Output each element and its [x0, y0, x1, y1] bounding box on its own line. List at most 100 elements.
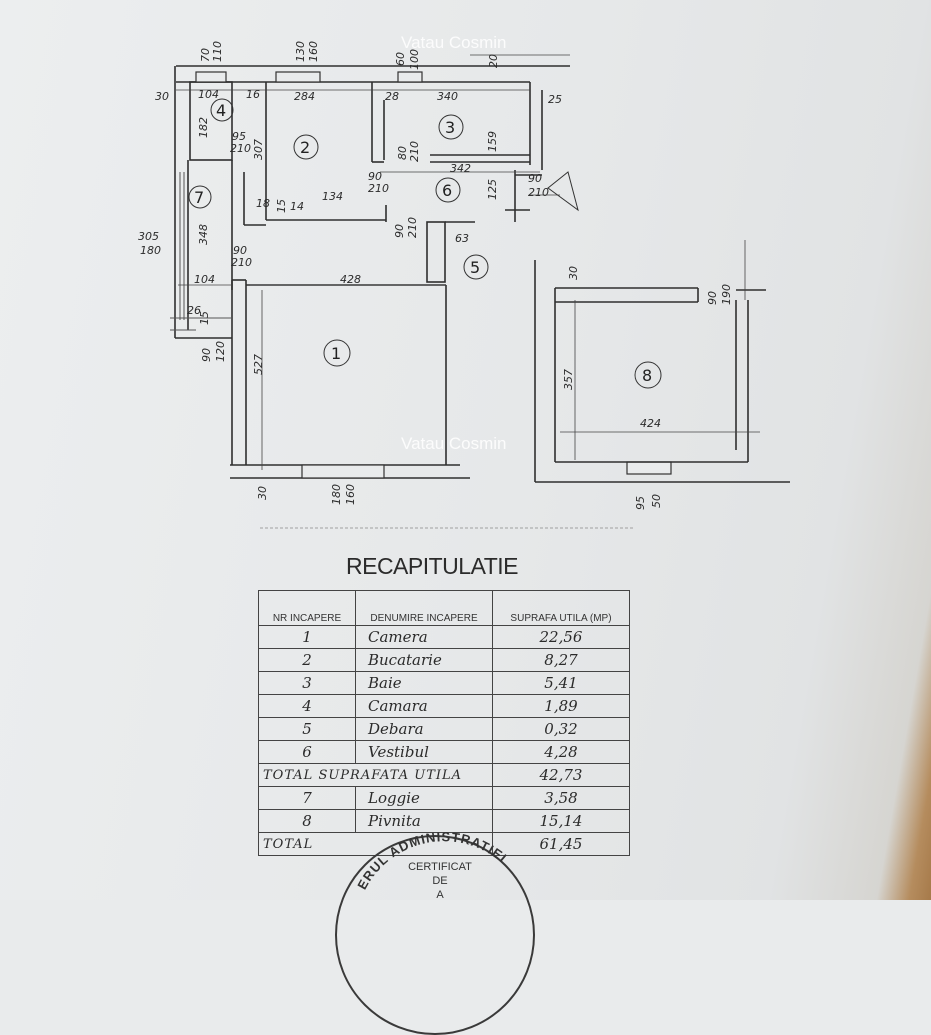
- row-nr: 4: [258, 694, 356, 718]
- row-area: 4,28: [492, 740, 630, 764]
- dim-text: 180: [140, 244, 161, 257]
- stamp-line-1: CERTIFICAT: [408, 861, 472, 873]
- floor-plan: 1 2 3 4 5 6 7 8 30 104 16 284 28 340 25 …: [138, 33, 790, 529]
- dim-text: 159: [486, 131, 499, 152]
- dimension-texts: 30 104 16 284 28 340 25 95 210 342 90 21…: [138, 88, 661, 430]
- row-area: 3,58: [492, 786, 630, 810]
- dimension-texts-vertical: 70 110 130 160 60 100 20 182 307 80 210 …: [197, 41, 733, 510]
- table-row: 4 Camara 1,89: [258, 694, 630, 718]
- entrance-door-symbol: [547, 171, 579, 212]
- dim-text: 210: [368, 182, 389, 195]
- row-nr: 8: [258, 809, 356, 833]
- dim-text: 16: [246, 88, 260, 101]
- recap-title: RECAPITULATIE: [346, 553, 519, 579]
- dimension-lines: [176, 54, 760, 470]
- dim-text: 210: [406, 217, 419, 238]
- dim-text: 357: [562, 369, 575, 390]
- dim-text: 527: [252, 354, 265, 375]
- row-name: Pivnita: [355, 809, 493, 833]
- dim-text: 70: [199, 48, 212, 62]
- row-area: 5,41: [492, 671, 630, 695]
- total-util-row: TOTAL SUPRAFATA UTILA 42,73: [258, 763, 630, 787]
- dim-text: 125: [486, 179, 499, 200]
- dim-text: 307: [252, 139, 265, 160]
- dim-text: 90: [393, 224, 406, 238]
- dim-text: 100: [408, 49, 421, 70]
- windows: [195, 71, 672, 479]
- stamp-ring-text: ERUL ADMINISTRATIEI: [354, 829, 509, 892]
- row-nr: 1: [258, 625, 356, 649]
- table-row: 8 Pivnita 15,14: [258, 809, 630, 833]
- row-nr: 6: [258, 740, 356, 764]
- row-nr: 5: [258, 717, 356, 741]
- dim-text: 26: [187, 304, 201, 317]
- room-2-label: 2: [300, 138, 310, 157]
- dim-text: 60: [394, 52, 407, 66]
- dim-text: 210: [230, 142, 251, 155]
- watermark-middle: Vatau Cosmin: [401, 434, 507, 453]
- dim-text: 284: [294, 90, 315, 103]
- dim-text: 110: [211, 41, 224, 62]
- row-nr: 3: [258, 671, 356, 695]
- dim-text: 134: [322, 190, 343, 203]
- dim-text: 95: [634, 496, 647, 510]
- room-labels: 1 2 3 4 5 6 7 8: [188, 98, 662, 389]
- dim-text: 210: [231, 256, 252, 269]
- dim-text: 30: [155, 90, 169, 103]
- dim-text: 130: [294, 41, 307, 62]
- table-row: 7 Loggie 3,58: [258, 786, 630, 810]
- loggia-rails: [170, 172, 232, 331]
- dim-text: 424: [640, 417, 661, 430]
- row-nr: 2: [258, 648, 356, 672]
- row-name: Camara: [355, 694, 493, 718]
- dim-text: 14: [290, 200, 304, 213]
- table-row: 1 Camera 22,56: [258, 625, 630, 649]
- row-nr: 7: [258, 786, 356, 810]
- apartment-walls: [174, 65, 570, 479]
- room-6-label: 6: [442, 181, 452, 200]
- row-name: Baie: [355, 671, 493, 695]
- header-area: SUPRAFA UTILA (MP): [492, 590, 630, 626]
- row-area: 22,56: [492, 625, 630, 649]
- dim-text: 50: [650, 494, 663, 508]
- total-value: 61,45: [492, 832, 630, 856]
- dim-text: 15: [198, 311, 211, 325]
- row-name: Camera: [355, 625, 493, 649]
- dim-text: 90: [528, 172, 542, 185]
- room-7-label: 7: [194, 188, 204, 207]
- table-row: 3 Baie 5,41: [258, 671, 630, 695]
- stamp-line-2: DE: [432, 875, 448, 887]
- dim-text: 90: [368, 170, 382, 183]
- stamp-line-3: A: [436, 889, 444, 901]
- dim-text: 28: [385, 90, 399, 103]
- dim-text: 160: [344, 484, 357, 505]
- row-name: Bucatarie: [355, 648, 493, 672]
- row-area: 0,32: [492, 717, 630, 741]
- dim-text: 342: [450, 162, 471, 175]
- dim-text: 15: [275, 199, 288, 213]
- table-row: 5 Debara 0,32: [258, 717, 630, 741]
- recap-header-row: NR INCAPERE DENUMIRE INCAPERE SUPRAFA UT…: [258, 590, 630, 626]
- dim-text: 210: [408, 141, 421, 162]
- basement-walls: [534, 260, 790, 483]
- dim-text: 18: [256, 197, 270, 210]
- dim-text: 63: [455, 232, 469, 245]
- room-8-label: 8: [642, 366, 652, 385]
- watermark-top: Vatau Cosmin: [401, 33, 507, 52]
- dim-text: 340: [437, 90, 458, 103]
- dim-text: 120: [214, 341, 227, 362]
- row-area: 8,27: [492, 648, 630, 672]
- room-3-label: 3: [445, 118, 455, 137]
- total-util-label: TOTAL SUPRAFATA UTILA: [258, 763, 493, 787]
- dim-text: 30: [256, 486, 269, 500]
- dim-text: 104: [198, 88, 219, 101]
- dim-text: 182: [197, 117, 210, 138]
- room-1-circle: [323, 339, 351, 367]
- dim-text: 90: [233, 244, 247, 257]
- row-name: Loggie: [355, 786, 493, 810]
- dim-text: 305: [138, 230, 159, 243]
- dim-text: 428: [340, 273, 361, 286]
- room-4-label: 4: [216, 101, 226, 120]
- dim-text: 348: [197, 224, 210, 245]
- dim-text: 95: [232, 130, 246, 143]
